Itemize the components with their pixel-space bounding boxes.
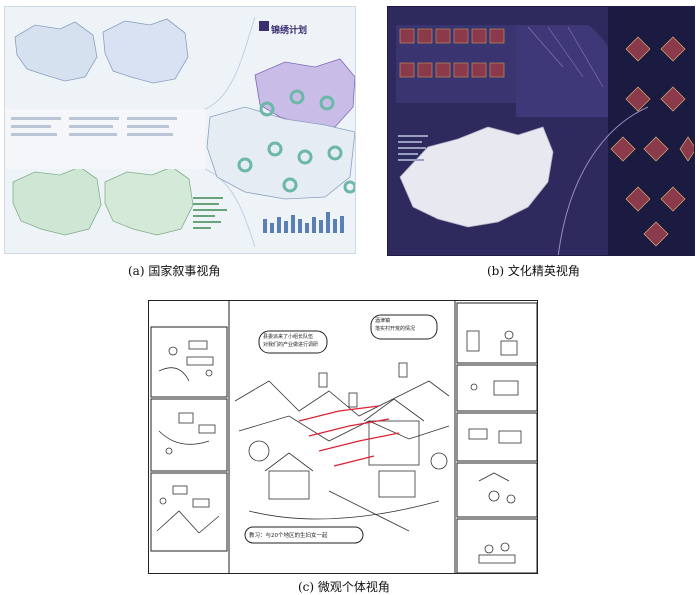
caption-b: (b) 文化精英视角: [487, 264, 580, 278]
caption-c: (c) 微观个体视角: [298, 580, 390, 594]
speech-bubble-top-right: 酒津镇 落实村开荒的情况: [375, 318, 416, 332]
speech-bubble-top-center: 县委派来了小组长队伍 对我们的产业做进行调研: [263, 334, 319, 348]
panel-micro-individual: 县委派来了小组长队伍 对我们的产业做进行调研 酒津镇 落实村开荒的情况 教习：与…: [148, 300, 538, 574]
speech-bubble-bottom: 教习：与20个地区的生妇女一起: [249, 533, 328, 539]
caption-a: (a) 国家叙事视角: [128, 264, 221, 278]
hand-drawn-sketch: [150, 301, 537, 573]
panel-a-title: 锦绣计划: [271, 26, 308, 36]
panel-national-narrative: 锦绣计划: [4, 6, 356, 254]
national-narrative-poster: [5, 16, 355, 248]
panel-cultural-elite: [387, 6, 695, 256]
cultural-elite-poster: [396, 7, 694, 255]
